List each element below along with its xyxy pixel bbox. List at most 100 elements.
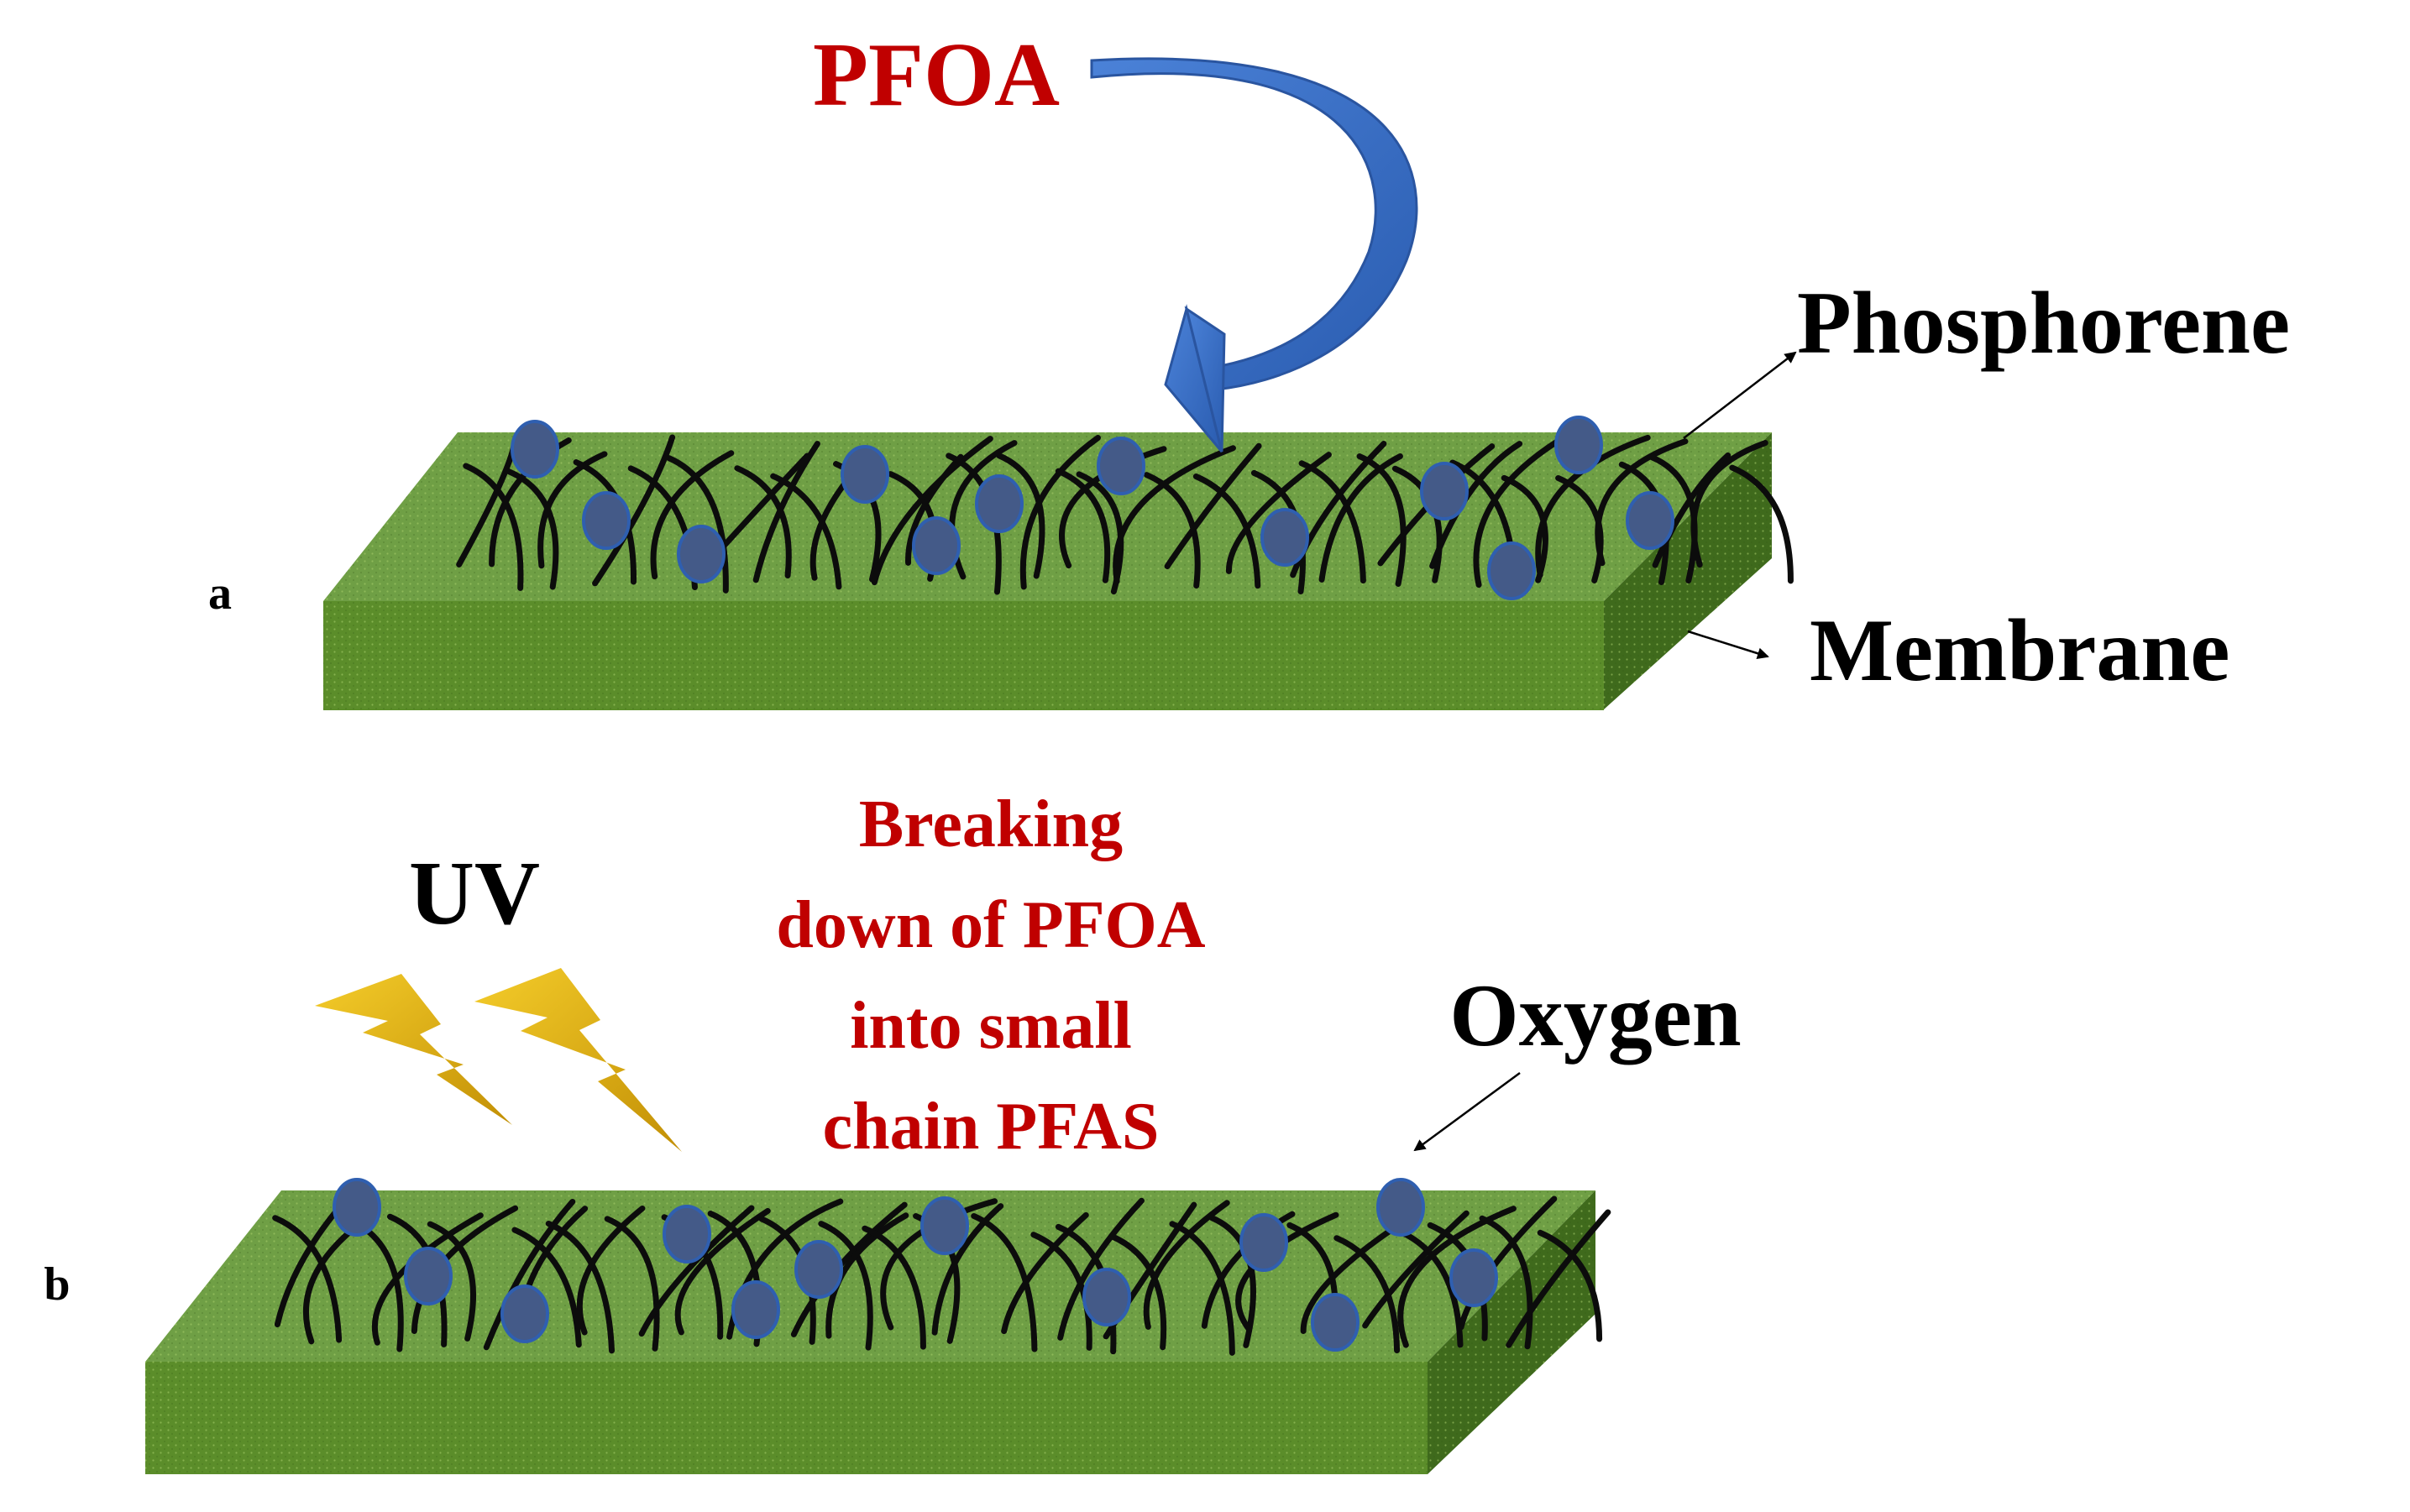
phosphorene-fiber — [511, 1227, 582, 1348]
particle — [1626, 491, 1674, 550]
phosphorene-fiber — [427, 1221, 476, 1342]
particle — [1082, 1268, 1131, 1326]
phosphorene-fiber — [371, 1212, 484, 1346]
phosphorene-fiber — [825, 1212, 909, 1339]
phosphorene-fiber — [1225, 452, 1332, 574]
pfoa-particles-a — [511, 416, 1674, 600]
particle — [975, 474, 1024, 533]
particle — [1311, 1293, 1360, 1352]
caption-line: chain PFAS — [823, 1090, 1160, 1164]
particle — [500, 1284, 549, 1343]
particle — [920, 1196, 969, 1255]
phosphorene-fiber — [1648, 454, 1698, 584]
caption-line: into small — [850, 989, 1132, 1063]
particle — [1097, 437, 1145, 495]
phosphorene-fiber — [1164, 442, 1262, 570]
phosphorene-fiber — [871, 436, 993, 586]
phosphorene-fiber — [770, 473, 842, 590]
phosphorene-fiber — [1595, 438, 1689, 567]
phosphorene-fiber — [666, 455, 729, 594]
phosphorene-fiber — [674, 1207, 771, 1336]
phosphorene-fiber — [818, 1221, 873, 1351]
phosphorene-fiber — [1030, 1232, 1092, 1351]
phosphorene-fiber — [1506, 1209, 1611, 1348]
phosphorene-fiber — [931, 1203, 1004, 1336]
particle — [677, 525, 726, 583]
caption-line: Breaking — [859, 787, 1123, 861]
phosphorene-fiber — [1057, 1197, 1145, 1341]
particle — [582, 491, 631, 550]
phosphorene-fiber — [1362, 1210, 1470, 1329]
phosphorene-fiber — [1055, 468, 1111, 583]
breakdown-caption: Breaking down of PFOA into small chain P… — [776, 787, 1205, 1164]
phosphorene-fiber — [506, 468, 559, 590]
lightning-bolt-icon — [315, 974, 512, 1125]
particle — [794, 1240, 843, 1299]
panel-b: b UV Breaking down of PFOA into small ch… — [44, 787, 1742, 1474]
phosphorene-fiber — [1113, 445, 1236, 584]
lightning-bolt-icon — [474, 968, 682, 1152]
particle — [1260, 508, 1309, 567]
phosphorene-fiber — [1535, 434, 1651, 578]
phosphorene-fiber — [483, 1198, 576, 1351]
particle — [404, 1247, 453, 1305]
phosphorene-fiber — [862, 1225, 926, 1350]
phosphorene-fiber — [1192, 473, 1261, 589]
phosphorene-fiber — [274, 1205, 342, 1328]
pfoa-curved-arrow — [1090, 57, 1418, 453]
phosphorene-fiber — [1318, 453, 1403, 583]
particle — [333, 1178, 381, 1237]
phosphorene-fiber — [1169, 1221, 1235, 1356]
particle — [511, 420, 559, 479]
phosphorene-pointer-arrow — [1683, 351, 1797, 439]
phosphorene-fiber — [1333, 1235, 1401, 1354]
particle — [663, 1205, 711, 1263]
phosphorene-fiber — [1473, 437, 1562, 589]
uv-label: UV — [409, 844, 540, 944]
phosphorene-fiber — [971, 1212, 1038, 1352]
phosphorene-fiber — [576, 1205, 646, 1336]
panel-a: a PFOA Phosphorene Membrane — [208, 25, 2290, 710]
phosphorene-fiber — [1144, 472, 1201, 589]
phosphorene-fiber — [1429, 441, 1523, 569]
particle — [1239, 1213, 1288, 1272]
particle — [912, 516, 961, 575]
phosphorene-fiber — [463, 463, 524, 591]
phosphorene-fiber — [1729, 464, 1794, 584]
phosphorene-fiber — [1356, 453, 1407, 587]
oxygen-particles-b — [333, 1178, 1498, 1352]
panel-b-label: b — [44, 1258, 70, 1311]
phosphorene-fiber — [905, 453, 964, 566]
phosphorene-fiber — [1479, 1215, 1533, 1350]
membrane-label: Membrane — [1810, 601, 2229, 699]
phosphorene-fiber — [1143, 1200, 1230, 1330]
panel-a-label: a — [208, 568, 232, 620]
phosphorene-fiber — [1537, 1229, 1603, 1342]
phosphorene-fiber — [592, 434, 676, 587]
phosphorene-fiber — [1019, 434, 1101, 590]
particle — [1554, 416, 1603, 474]
caption-line: down of PFOA — [776, 888, 1205, 962]
phosphorene-fiber — [650, 450, 735, 580]
phosphorene-label: Phosphorene — [1797, 274, 2290, 372]
phosphorene-fiber — [545, 1221, 616, 1354]
oxygen-pointer-arrow — [1413, 1071, 1521, 1152]
particle — [841, 445, 889, 504]
phosphorene-fiber — [1397, 1206, 1517, 1348]
oxygen-label: Oxygen — [1449, 966, 1741, 1065]
phosphorene-fiber — [537, 451, 608, 569]
phosphorene-fiber — [996, 453, 1045, 579]
phosphorene-fiber — [1690, 440, 1768, 568]
particle — [1420, 462, 1469, 521]
phosphorene-fiber — [1501, 474, 1548, 583]
phosphorene-fiber — [752, 441, 820, 583]
phosphorene-fiber — [1235, 1211, 1339, 1332]
particle — [1449, 1248, 1498, 1307]
particle — [1487, 541, 1536, 600]
membrane-pointer-arrow — [1687, 630, 1769, 660]
particle — [1376, 1178, 1425, 1237]
pfoa-label: PFOA — [813, 25, 1060, 125]
particle — [731, 1280, 780, 1339]
phosphorene-fiber — [604, 1216, 660, 1352]
